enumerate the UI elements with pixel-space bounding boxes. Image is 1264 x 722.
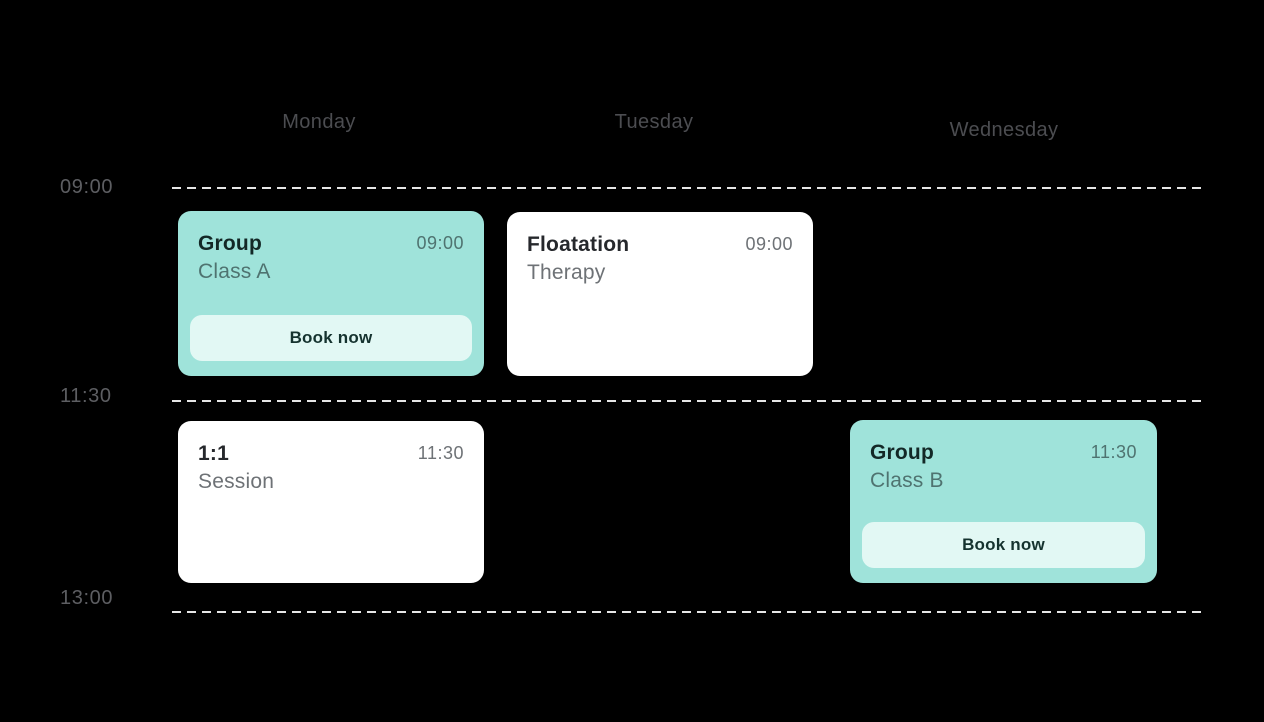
- event-titles: Group Class A: [198, 230, 271, 286]
- event-title: Group: [870, 441, 934, 464]
- event-card-header: Group Class B 11:30: [870, 439, 1137, 495]
- event-card-header: Floatation Therapy 09:00: [527, 231, 793, 287]
- event-card-header: Group Class A 09:00: [198, 230, 464, 286]
- event-card-group-class-a[interactable]: Group Class A 09:00 Book now: [178, 211, 484, 376]
- event-title: Floatation: [527, 233, 630, 256]
- event-title: Group: [198, 232, 262, 255]
- time-gridline-1130: [172, 400, 1204, 402]
- time-gridline-1300: [172, 611, 1204, 613]
- event-subtitle: Class A: [198, 260, 271, 283]
- event-time: 11:30: [1090, 442, 1137, 462]
- time-label-1130: 11:30: [60, 385, 112, 407]
- time-label-0900: 09:00: [60, 176, 114, 198]
- event-time: 09:00: [416, 233, 464, 253]
- event-subtitle: Class B: [870, 469, 944, 492]
- day-header-monday: Monday: [282, 111, 356, 133]
- day-header-wednesday: Wednesday: [949, 119, 1059, 141]
- event-titles: 1:1 Session: [198, 440, 274, 496]
- book-now-button[interactable]: Book now: [190, 315, 472, 361]
- book-now-button[interactable]: Book now: [862, 522, 1145, 568]
- time-label-1300: 13:00: [60, 587, 114, 609]
- event-titles: Floatation Therapy: [527, 231, 629, 287]
- day-header-tuesday: Tuesday: [614, 111, 694, 133]
- event-card-1-1-session[interactable]: 1:1 Session 11:30: [178, 421, 484, 583]
- event-subtitle: Therapy: [527, 261, 606, 284]
- event-title: 1:1: [198, 442, 229, 465]
- event-time: 11:30: [417, 443, 464, 463]
- event-card-header: 1:1 Session 11:30: [198, 440, 464, 496]
- event-titles: Group Class B: [870, 439, 944, 495]
- event-time: 09:00: [745, 234, 793, 254]
- event-card-group-class-b[interactable]: Group Class B 11:30 Book now: [850, 420, 1157, 583]
- time-gridline-0900: [172, 187, 1204, 189]
- event-card-floatation-therapy[interactable]: Floatation Therapy 09:00: [507, 212, 813, 376]
- event-subtitle: Session: [198, 470, 275, 493]
